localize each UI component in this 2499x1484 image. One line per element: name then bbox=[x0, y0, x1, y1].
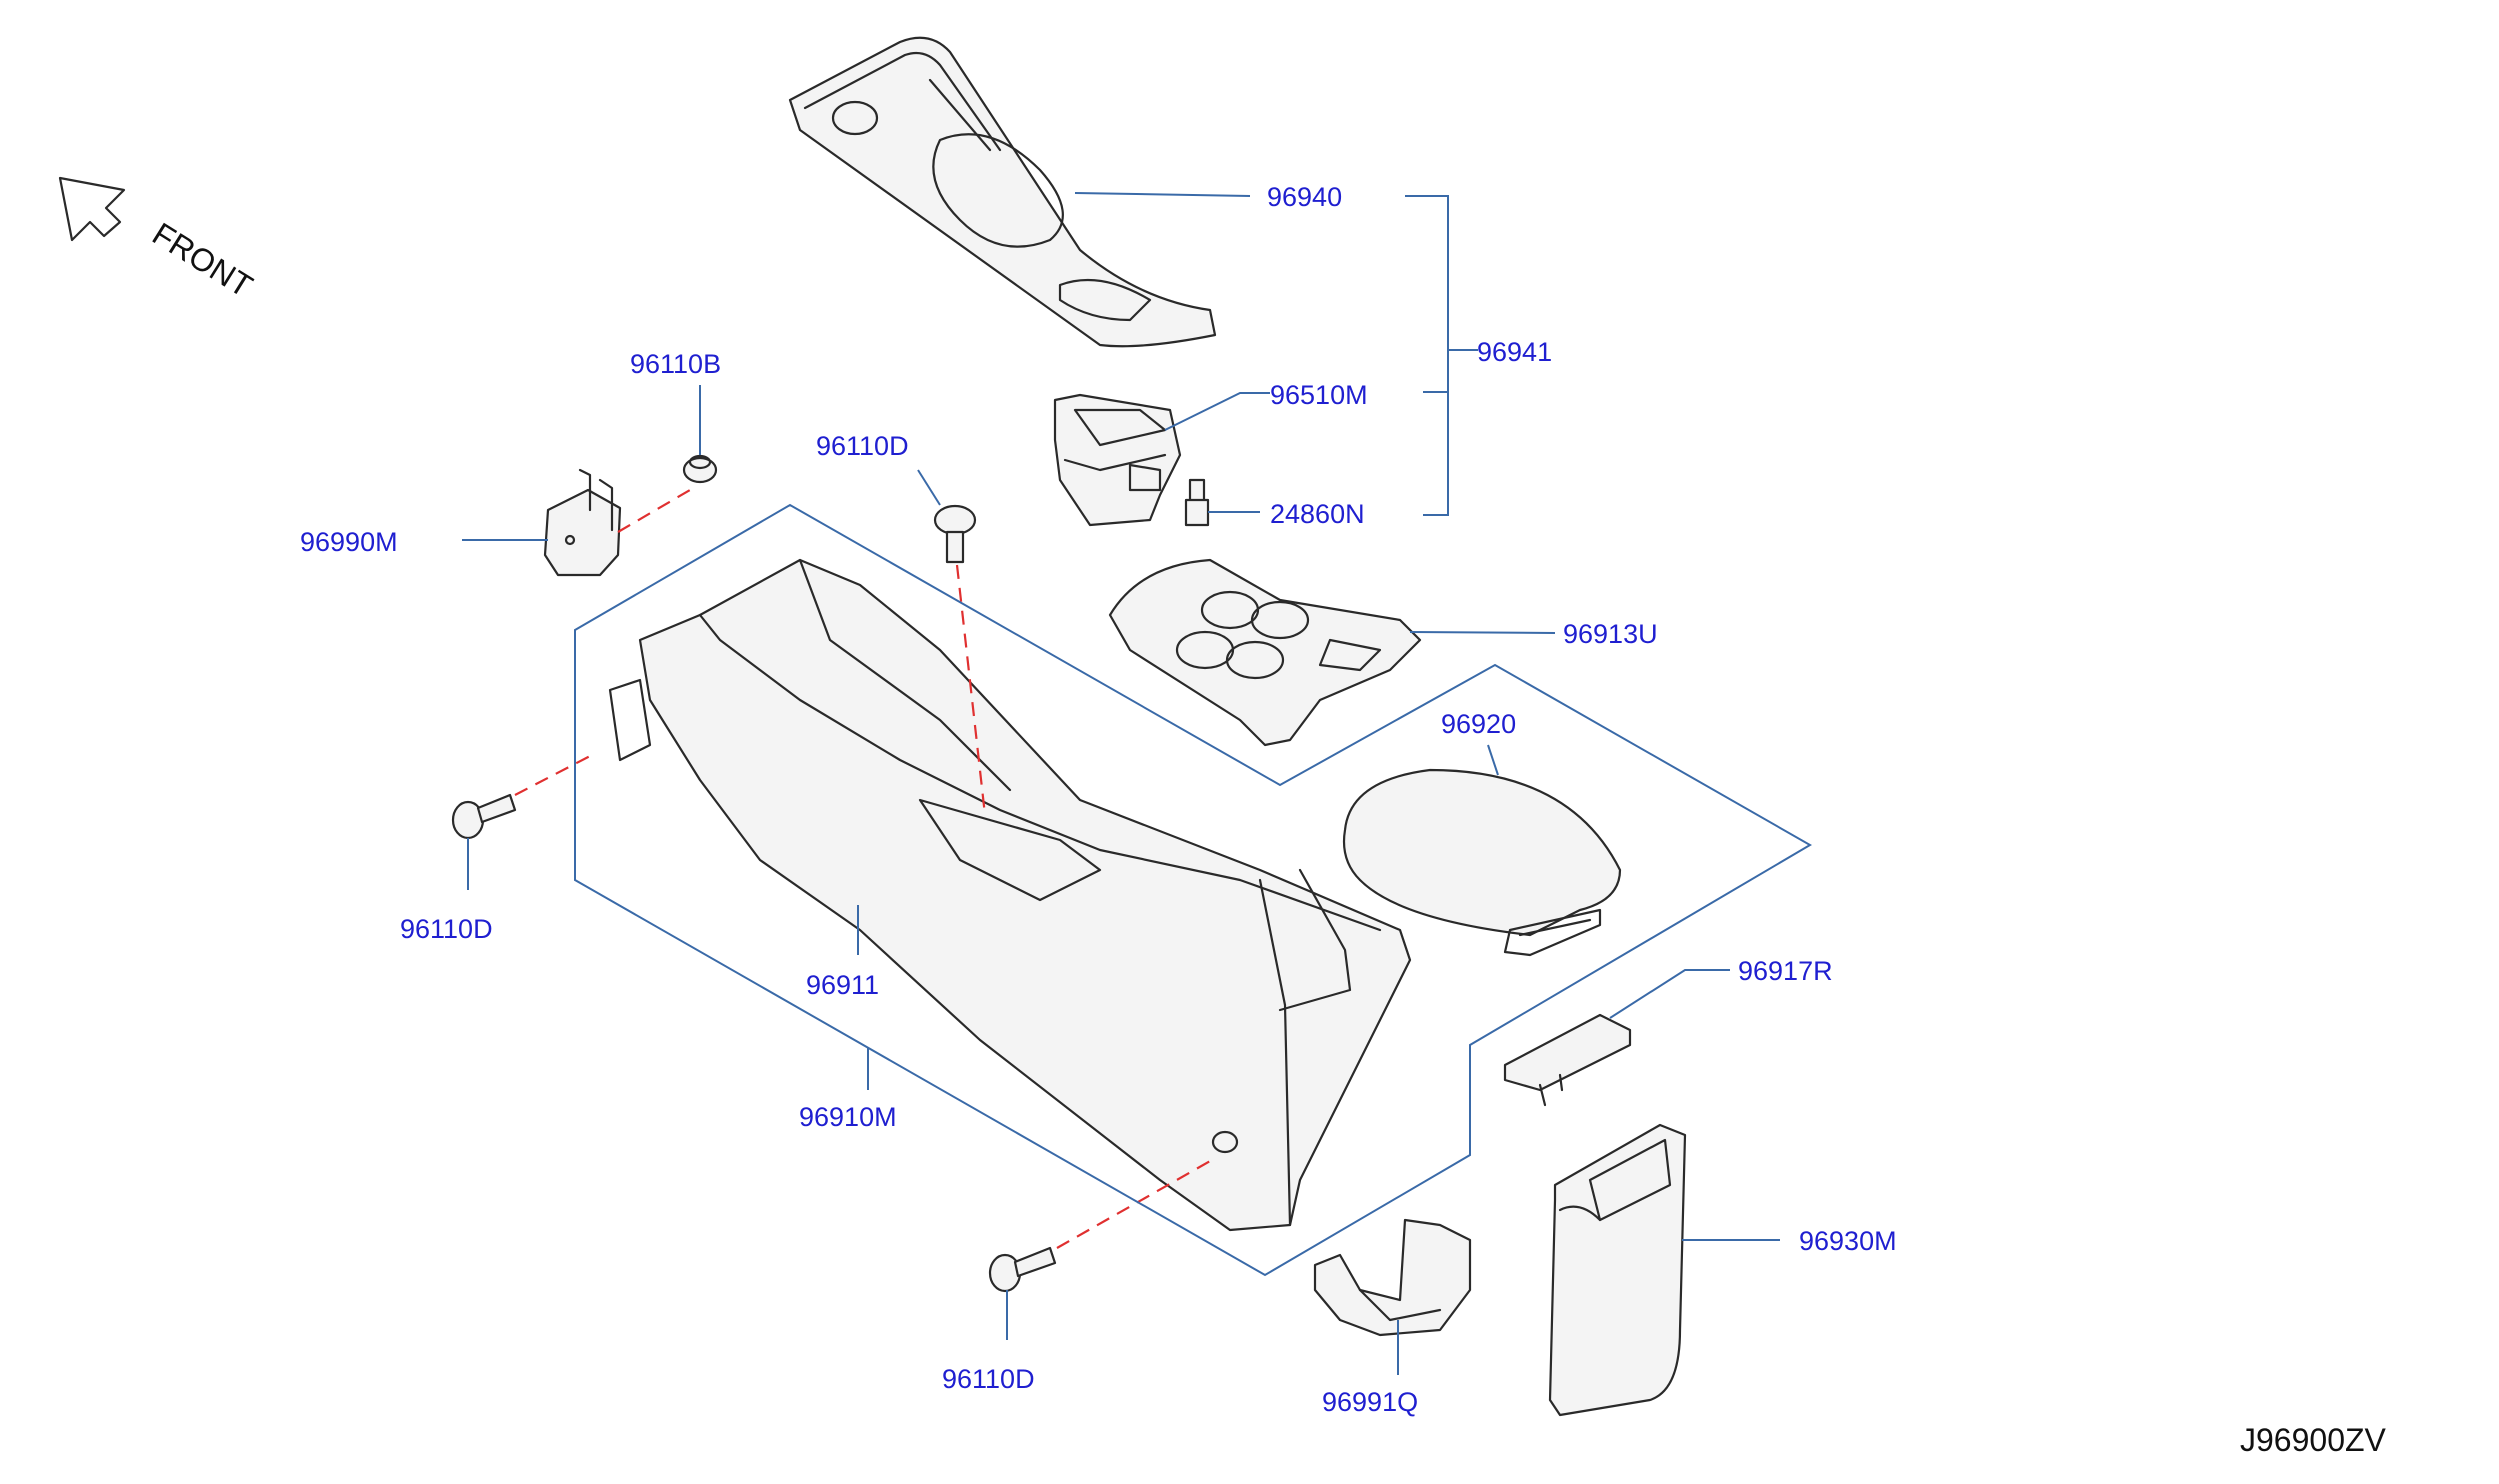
bulb-part bbox=[1184, 478, 1210, 527]
screw-left bbox=[451, 793, 517, 840]
label-96110D-top: 96110D bbox=[816, 431, 909, 461]
label-96990M: 96990M bbox=[300, 527, 398, 557]
label-96110D-left: 96110D bbox=[400, 914, 493, 944]
label-96110B: 96110B bbox=[630, 349, 721, 379]
diagram-id: J96900ZV bbox=[2240, 1422, 2387, 1458]
assembly-line-screw-top bbox=[955, 564, 987, 816]
clip-fastener bbox=[682, 454, 718, 484]
leader-96917R bbox=[1609, 969, 1730, 1019]
assembly-line-screw-bottom bbox=[1056, 1159, 1213, 1249]
label-96910M: 96910M bbox=[799, 1102, 897, 1132]
leader-96110D-top bbox=[917, 469, 941, 506]
leader-96510M bbox=[1164, 392, 1270, 431]
rear-panel bbox=[1548, 1123, 1687, 1417]
label-96941: 96941 bbox=[1477, 337, 1552, 367]
main-console-body bbox=[608, 558, 1412, 1232]
label-96917R: 96917R bbox=[1738, 956, 1833, 986]
side-bracket bbox=[543, 468, 622, 577]
screw-bottom bbox=[988, 1246, 1057, 1293]
leader-96920 bbox=[1487, 744, 1499, 776]
group-outline-96910M bbox=[574, 503, 1812, 1277]
group-bracket-96941 bbox=[1405, 195, 1478, 516]
label-96110D-bottom: 96110D bbox=[942, 1364, 1035, 1394]
label-24860N: 24860N bbox=[1270, 499, 1365, 529]
console-top-finisher bbox=[788, 36, 1217, 348]
label-96991Q: 96991Q bbox=[1322, 1387, 1418, 1417]
leader-96940 bbox=[1074, 192, 1251, 197]
label-96510M: 96510M bbox=[1270, 380, 1368, 410]
assembly-line-clip bbox=[617, 489, 691, 533]
front-label: FRONT bbox=[146, 215, 259, 304]
lower-bracket bbox=[1313, 1218, 1472, 1337]
switch-unit bbox=[1053, 393, 1182, 527]
small-bracket bbox=[1503, 1013, 1632, 1107]
assembly-line-screw-left bbox=[514, 754, 593, 796]
armrest-lid bbox=[1342, 768, 1622, 957]
label-96911: 96911 bbox=[806, 970, 879, 1000]
label-96913U: 96913U bbox=[1563, 619, 1658, 649]
screw-top bbox=[933, 504, 977, 564]
label-96940: 96940 bbox=[1267, 182, 1342, 212]
cup-holder-panel bbox=[1108, 558, 1422, 747]
leader-96913U bbox=[1409, 631, 1556, 634]
label-96920: 96920 bbox=[1441, 709, 1516, 739]
front-arrow-icon bbox=[58, 176, 126, 242]
label-96930M: 96930M bbox=[1799, 1226, 1897, 1256]
